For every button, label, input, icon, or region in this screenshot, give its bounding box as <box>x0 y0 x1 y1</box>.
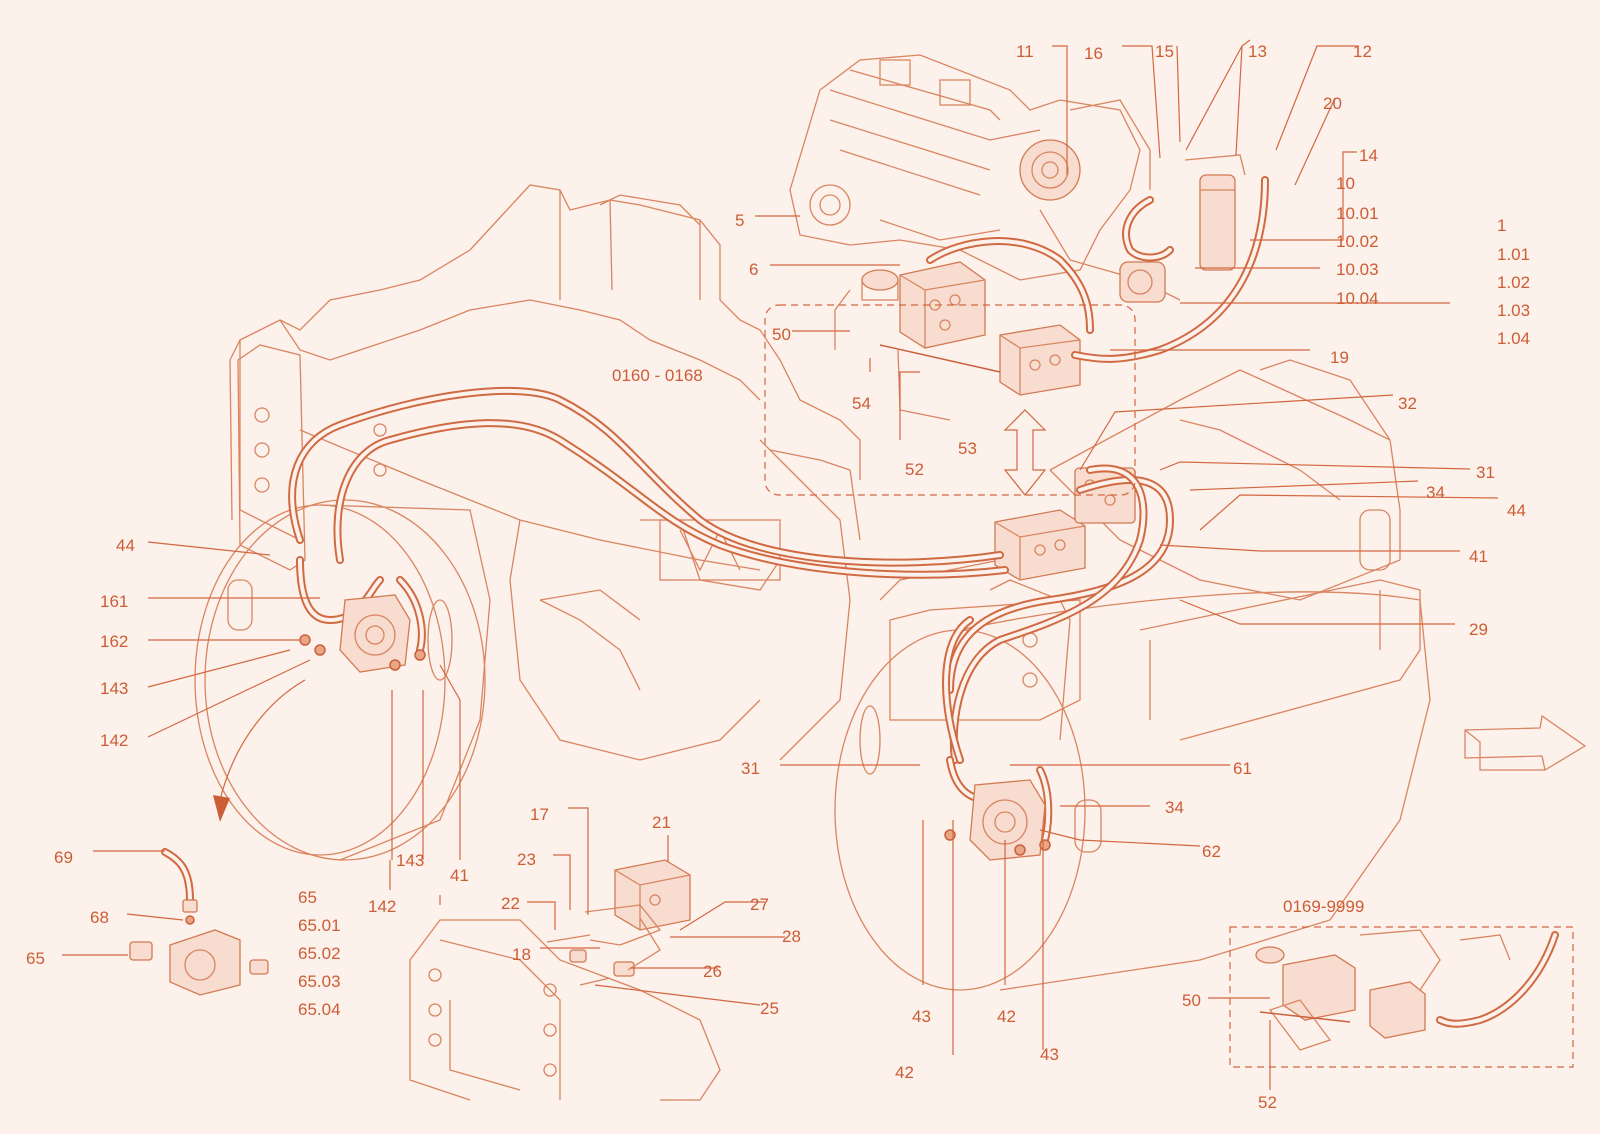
label-43-lower: 43 <box>1040 1045 1059 1064</box>
label-143-bottom: 143 <box>396 851 424 870</box>
label-25: 25 <box>760 999 779 1018</box>
label-16: 16 <box>1084 44 1103 63</box>
label-162: 162 <box>100 632 128 651</box>
machine-frame-outline <box>194 184 1587 991</box>
label-21: 21 <box>652 813 671 832</box>
label-65-02: 65.02 <box>298 944 341 963</box>
label-32: 32 <box>1398 394 1417 413</box>
label-53: 53 <box>958 439 977 458</box>
label-61: 61 <box>1233 759 1252 778</box>
label-0160-0168: 0160 - 0168 <box>612 366 703 385</box>
movement-double-arrow <box>1003 409 1047 496</box>
label-42: 42 <box>997 1007 1016 1026</box>
label-31-front: 31 <box>741 759 760 778</box>
label-52-inset: 52 <box>1258 1093 1277 1112</box>
label-65-01: 65.01 <box>298 916 341 935</box>
label-23: 23 <box>517 850 536 869</box>
label-142: 142 <box>100 731 128 750</box>
label-26: 26 <box>703 962 722 981</box>
label-43: 43 <box>912 1007 931 1026</box>
label-143: 143 <box>100 679 128 698</box>
rear-drive-motor <box>299 594 426 673</box>
label-52: 52 <box>905 460 924 479</box>
label-65-left: 65 <box>26 949 45 968</box>
label-68: 68 <box>90 908 109 927</box>
label-65: 65 <box>298 888 317 907</box>
engine-assembly <box>789 54 1246 303</box>
upper-valve-blocks <box>834 261 1081 421</box>
inset-detail-0169 <box>1229 926 1574 1068</box>
label-11: 11 <box>1016 42 1034 61</box>
label-62: 62 <box>1202 842 1221 861</box>
label-17: 17 <box>530 805 549 824</box>
label-42-lower: 42 <box>895 1063 914 1082</box>
leader-lines <box>62 39 1499 1090</box>
hydraulic-hoses <box>288 176 1269 844</box>
label-27: 27 <box>750 895 769 914</box>
label-1-03: 1.03 <box>1497 301 1530 320</box>
label-10-02: 10.02 <box>1336 232 1379 251</box>
label-28: 28 <box>782 927 801 946</box>
label-44-rear: 44 <box>116 536 135 555</box>
label-10-03: 10.03 <box>1336 260 1379 279</box>
label-1: 1 <box>1497 216 1506 235</box>
label-34-front: 34 <box>1165 798 1184 817</box>
label-6: 6 <box>749 260 758 279</box>
label-15: 15 <box>1155 42 1174 61</box>
label-29: 29 <box>1469 620 1488 639</box>
label-69: 69 <box>54 848 73 867</box>
label-161: 161 <box>100 592 128 611</box>
label-65-03: 65.03 <box>298 972 341 991</box>
arrow-to-detail <box>213 679 306 822</box>
label-44: 44 <box>1507 501 1526 520</box>
label-1-04: 1.04 <box>1497 329 1530 348</box>
label-50-inset: 50 <box>1182 991 1201 1010</box>
label-41-bottom: 41 <box>450 866 469 885</box>
label-34: 34 <box>1426 483 1445 502</box>
label-18: 18 <box>512 945 531 964</box>
label-10: 10 <box>1336 174 1355 193</box>
label-50: 50 <box>772 325 791 344</box>
label-10-04: 10.04 <box>1336 289 1379 308</box>
label-1-02: 1.02 <box>1497 273 1530 292</box>
label-142-bottom: 142 <box>368 897 396 916</box>
label-0169-9999: 0169-9999 <box>1283 897 1364 916</box>
label-41: 41 <box>1469 547 1488 566</box>
label-13: 13 <box>1248 42 1267 61</box>
label-5: 5 <box>735 211 744 230</box>
front-drive-motor <box>944 779 1051 861</box>
label-12: 12 <box>1353 42 1372 61</box>
label-54: 54 <box>852 394 871 413</box>
part-number-labels: 11 16 15 13 12 20 14 10 10.01 10.02 10.0… <box>26 42 1530 1112</box>
valve-bracket-assembly <box>409 859 721 1101</box>
label-1-01: 1.01 <box>1497 245 1530 264</box>
label-14: 14 <box>1359 146 1378 165</box>
label-31: 31 <box>1476 463 1495 482</box>
label-22: 22 <box>501 894 520 913</box>
pump-assembly-detail <box>129 848 269 996</box>
variant-frame-0160 <box>764 304 1136 496</box>
label-20: 20 <box>1323 94 1342 113</box>
label-65-04: 65.04 <box>298 1000 341 1019</box>
label-19: 19 <box>1330 348 1349 367</box>
label-10-01: 10.01 <box>1336 204 1379 223</box>
